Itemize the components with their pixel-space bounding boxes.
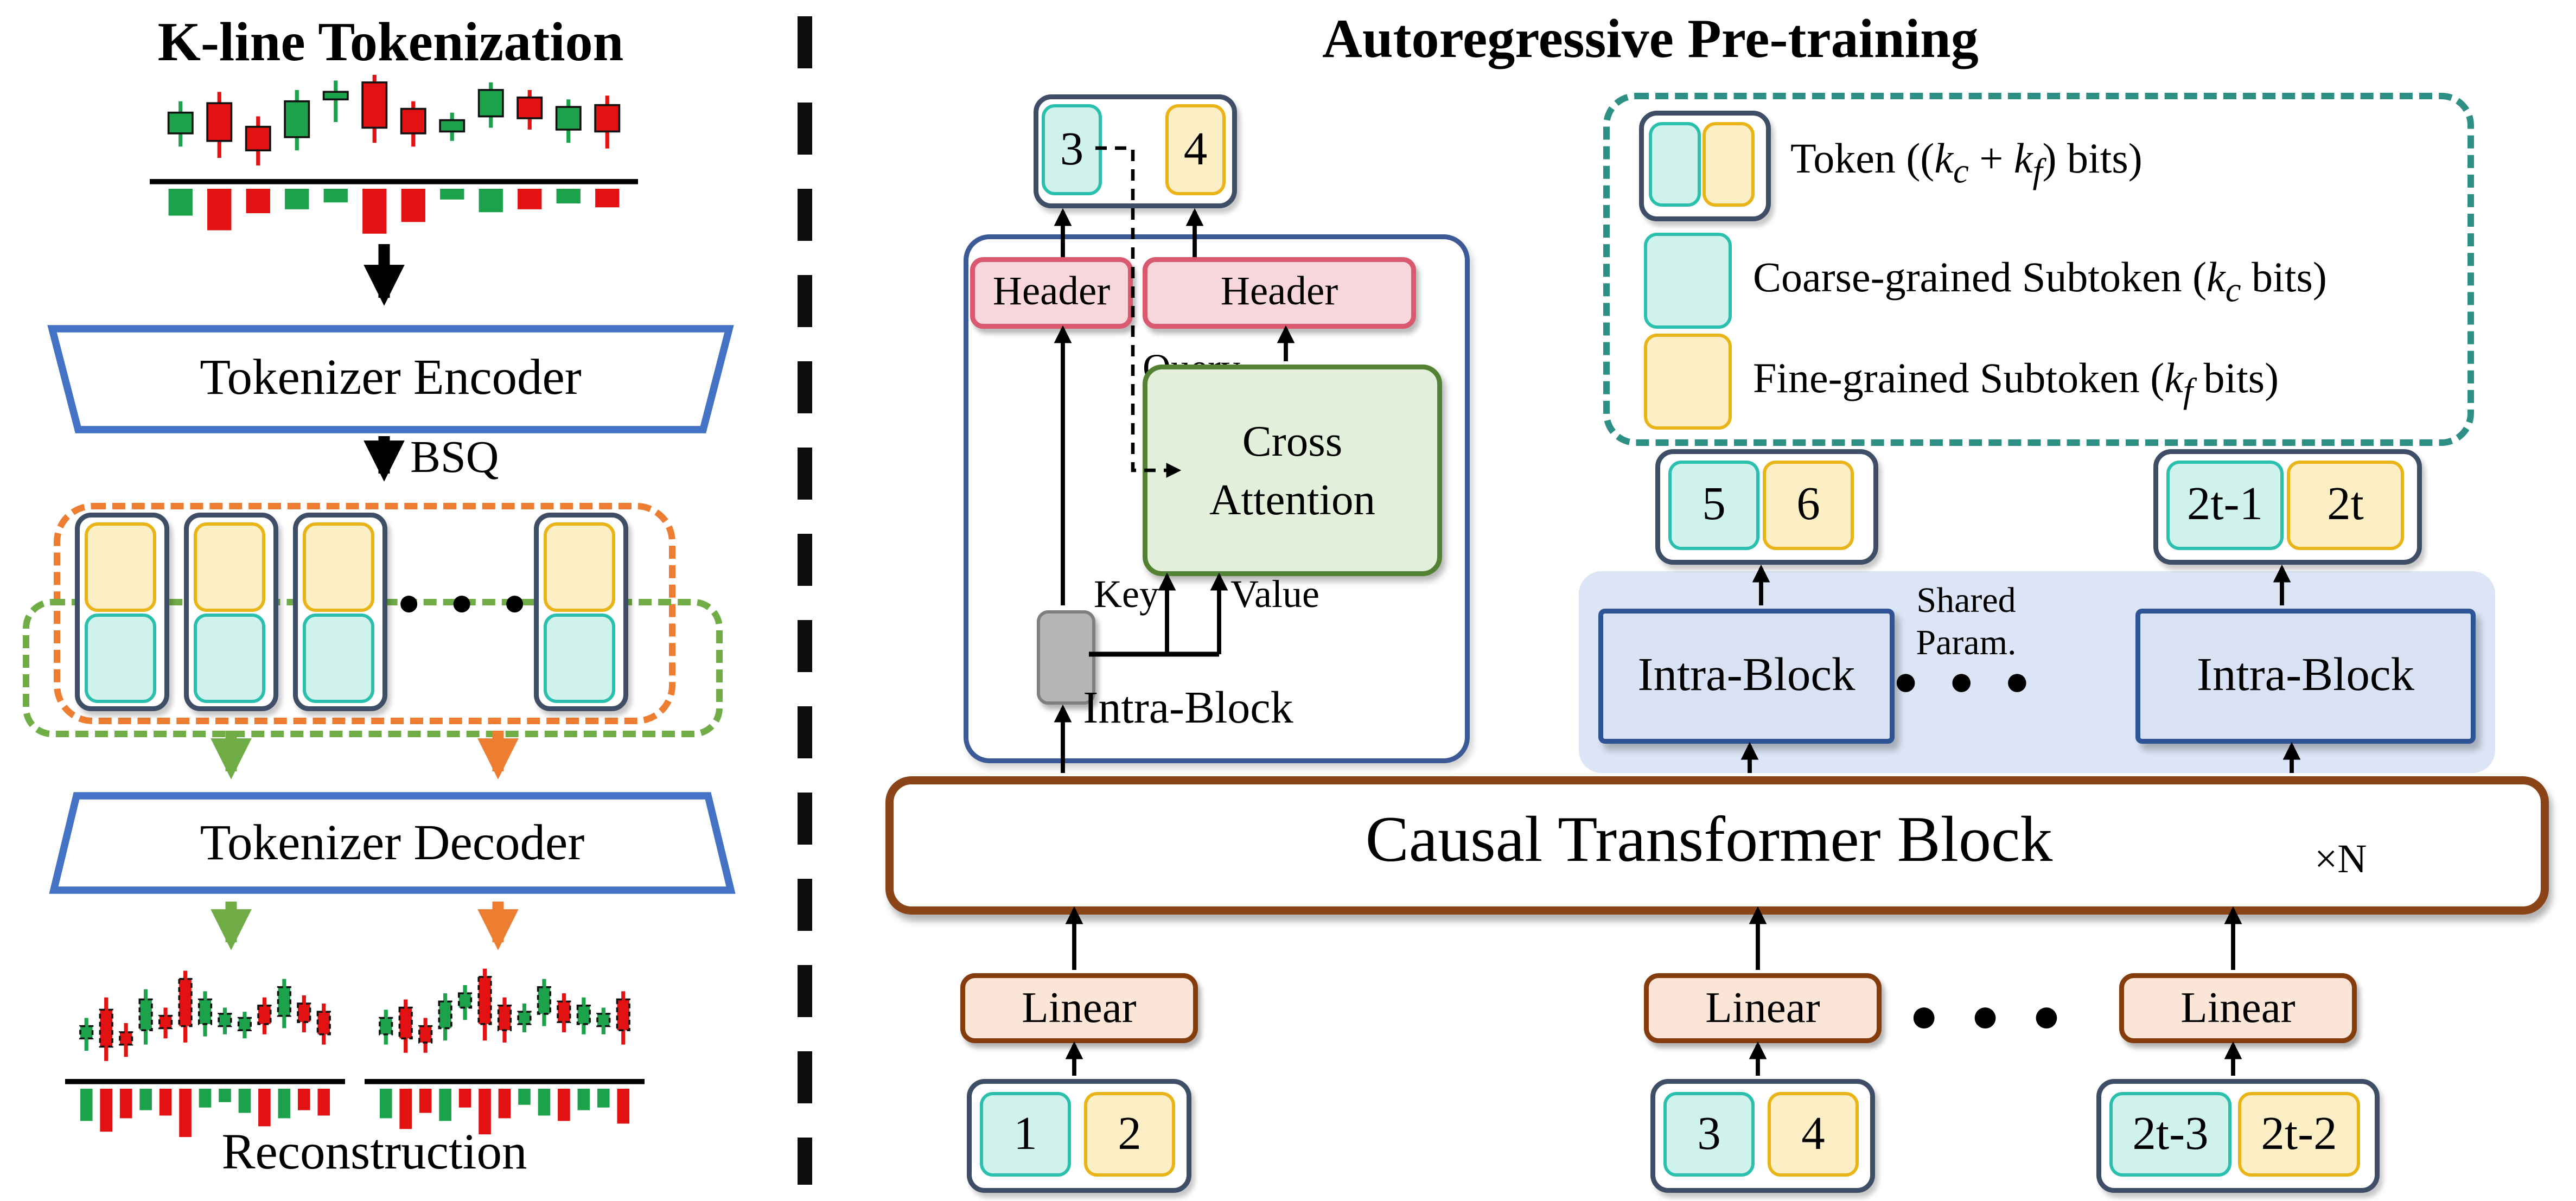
coarse-subtoken-out: 3 bbox=[1042, 104, 1102, 195]
coarse-subtoken bbox=[544, 614, 615, 703]
causal-transformer-block bbox=[885, 776, 2549, 915]
tokenizer-decoder-shape bbox=[49, 792, 736, 894]
reconstructed-kline-right bbox=[365, 968, 645, 1135]
intra-block-detail-label: Intra-Block bbox=[1083, 683, 1293, 734]
bsq-label: BSQ bbox=[410, 433, 499, 483]
section-divider bbox=[798, 16, 812, 1185]
linear-box-1: Linear bbox=[960, 973, 1198, 1043]
left-title: K-line Tokenization bbox=[157, 13, 624, 73]
reconstruction-label: Reconstruction bbox=[221, 1123, 527, 1180]
hidden-state-box bbox=[1037, 610, 1095, 705]
header-box-fine: Header bbox=[1143, 257, 1416, 329]
legend-coarse-text: Coarse-grained Subtoken (kc bits) bbox=[1753, 254, 2327, 310]
fine-subtoken bbox=[303, 522, 374, 612]
shared-param-label: Shared Param. bbox=[1916, 579, 2017, 662]
coarse-subtoken bbox=[194, 614, 265, 703]
intra-block-ellipsis: ● ● ● bbox=[1893, 657, 2040, 705]
legend-fine-swatch bbox=[1644, 334, 1732, 430]
fine-subtoken-2t-2: 2t-2 bbox=[2238, 1092, 2360, 1177]
legend-fine-text: Fine-grained Subtoken (kf bits) bbox=[1753, 355, 2279, 411]
kline-chart-illustration bbox=[150, 75, 638, 234]
fine-subtoken bbox=[544, 522, 615, 612]
linear-box-2: Linear bbox=[1644, 973, 1882, 1043]
fine-subtoken bbox=[85, 522, 156, 612]
cross-attention-box: Cross Attention bbox=[1143, 365, 1442, 576]
causal-transformer-label: Causal Transformer Block bbox=[1365, 802, 2053, 876]
token-sequence-dashed-box bbox=[54, 503, 675, 724]
repeat-n-label: ×N bbox=[2314, 838, 2367, 882]
key-label: Key bbox=[1094, 574, 1159, 617]
linear-box-3: Linear bbox=[2119, 973, 2357, 1043]
header-box-coarse: Header bbox=[970, 257, 1133, 329]
legend-coarse-swatch bbox=[1644, 233, 1732, 329]
fine-subtoken-2: 2 bbox=[1084, 1092, 1175, 1177]
intra-block-box-1: Intra-Block bbox=[1598, 609, 1895, 744]
legend-fine-in-token bbox=[1703, 122, 1755, 207]
intra-block-box-2: Intra-Block bbox=[2135, 609, 2476, 744]
coarse-subtoken-5: 5 bbox=[1668, 461, 1759, 550]
tokenizer-encoder-label: Tokenizer Encoder bbox=[200, 348, 582, 405]
fine-subtoken-4: 4 bbox=[1768, 1092, 1859, 1177]
reconstructed-kline-left bbox=[65, 970, 345, 1138]
legend-coarse-in-token bbox=[1649, 122, 1701, 207]
fine-subtoken-out: 4 bbox=[1165, 104, 1226, 195]
fine-subtoken-6: 6 bbox=[1763, 461, 1854, 550]
input-ellipsis: ● ● ● bbox=[1909, 989, 2071, 1043]
right-title: Autoregressive Pre-training bbox=[1322, 10, 1979, 70]
coarse-subtoken-2t-1: 2t-1 bbox=[2166, 461, 2284, 550]
coarse-subtoken bbox=[85, 614, 156, 703]
fine-subtoken-2t: 2t bbox=[2287, 461, 2404, 550]
tokenizer-encoder-shape bbox=[47, 325, 734, 433]
legend-box bbox=[1603, 93, 2474, 446]
coarse-subtoken-3: 3 bbox=[1663, 1092, 1755, 1177]
coarse-subtoken-2t-3: 2t-3 bbox=[2109, 1092, 2231, 1177]
value-label: Value bbox=[1230, 574, 1319, 617]
fine-subtoken bbox=[194, 522, 265, 612]
coarse-subtoken-1: 1 bbox=[980, 1092, 1071, 1177]
tokenizer-decoder-label: Tokenizer Decoder bbox=[200, 814, 585, 871]
coarse-subtoken bbox=[303, 614, 374, 703]
token-ellipsis: ● ● ● bbox=[397, 583, 537, 625]
legend-token-text: Token ((kc + kf) bits) bbox=[1790, 135, 2143, 191]
